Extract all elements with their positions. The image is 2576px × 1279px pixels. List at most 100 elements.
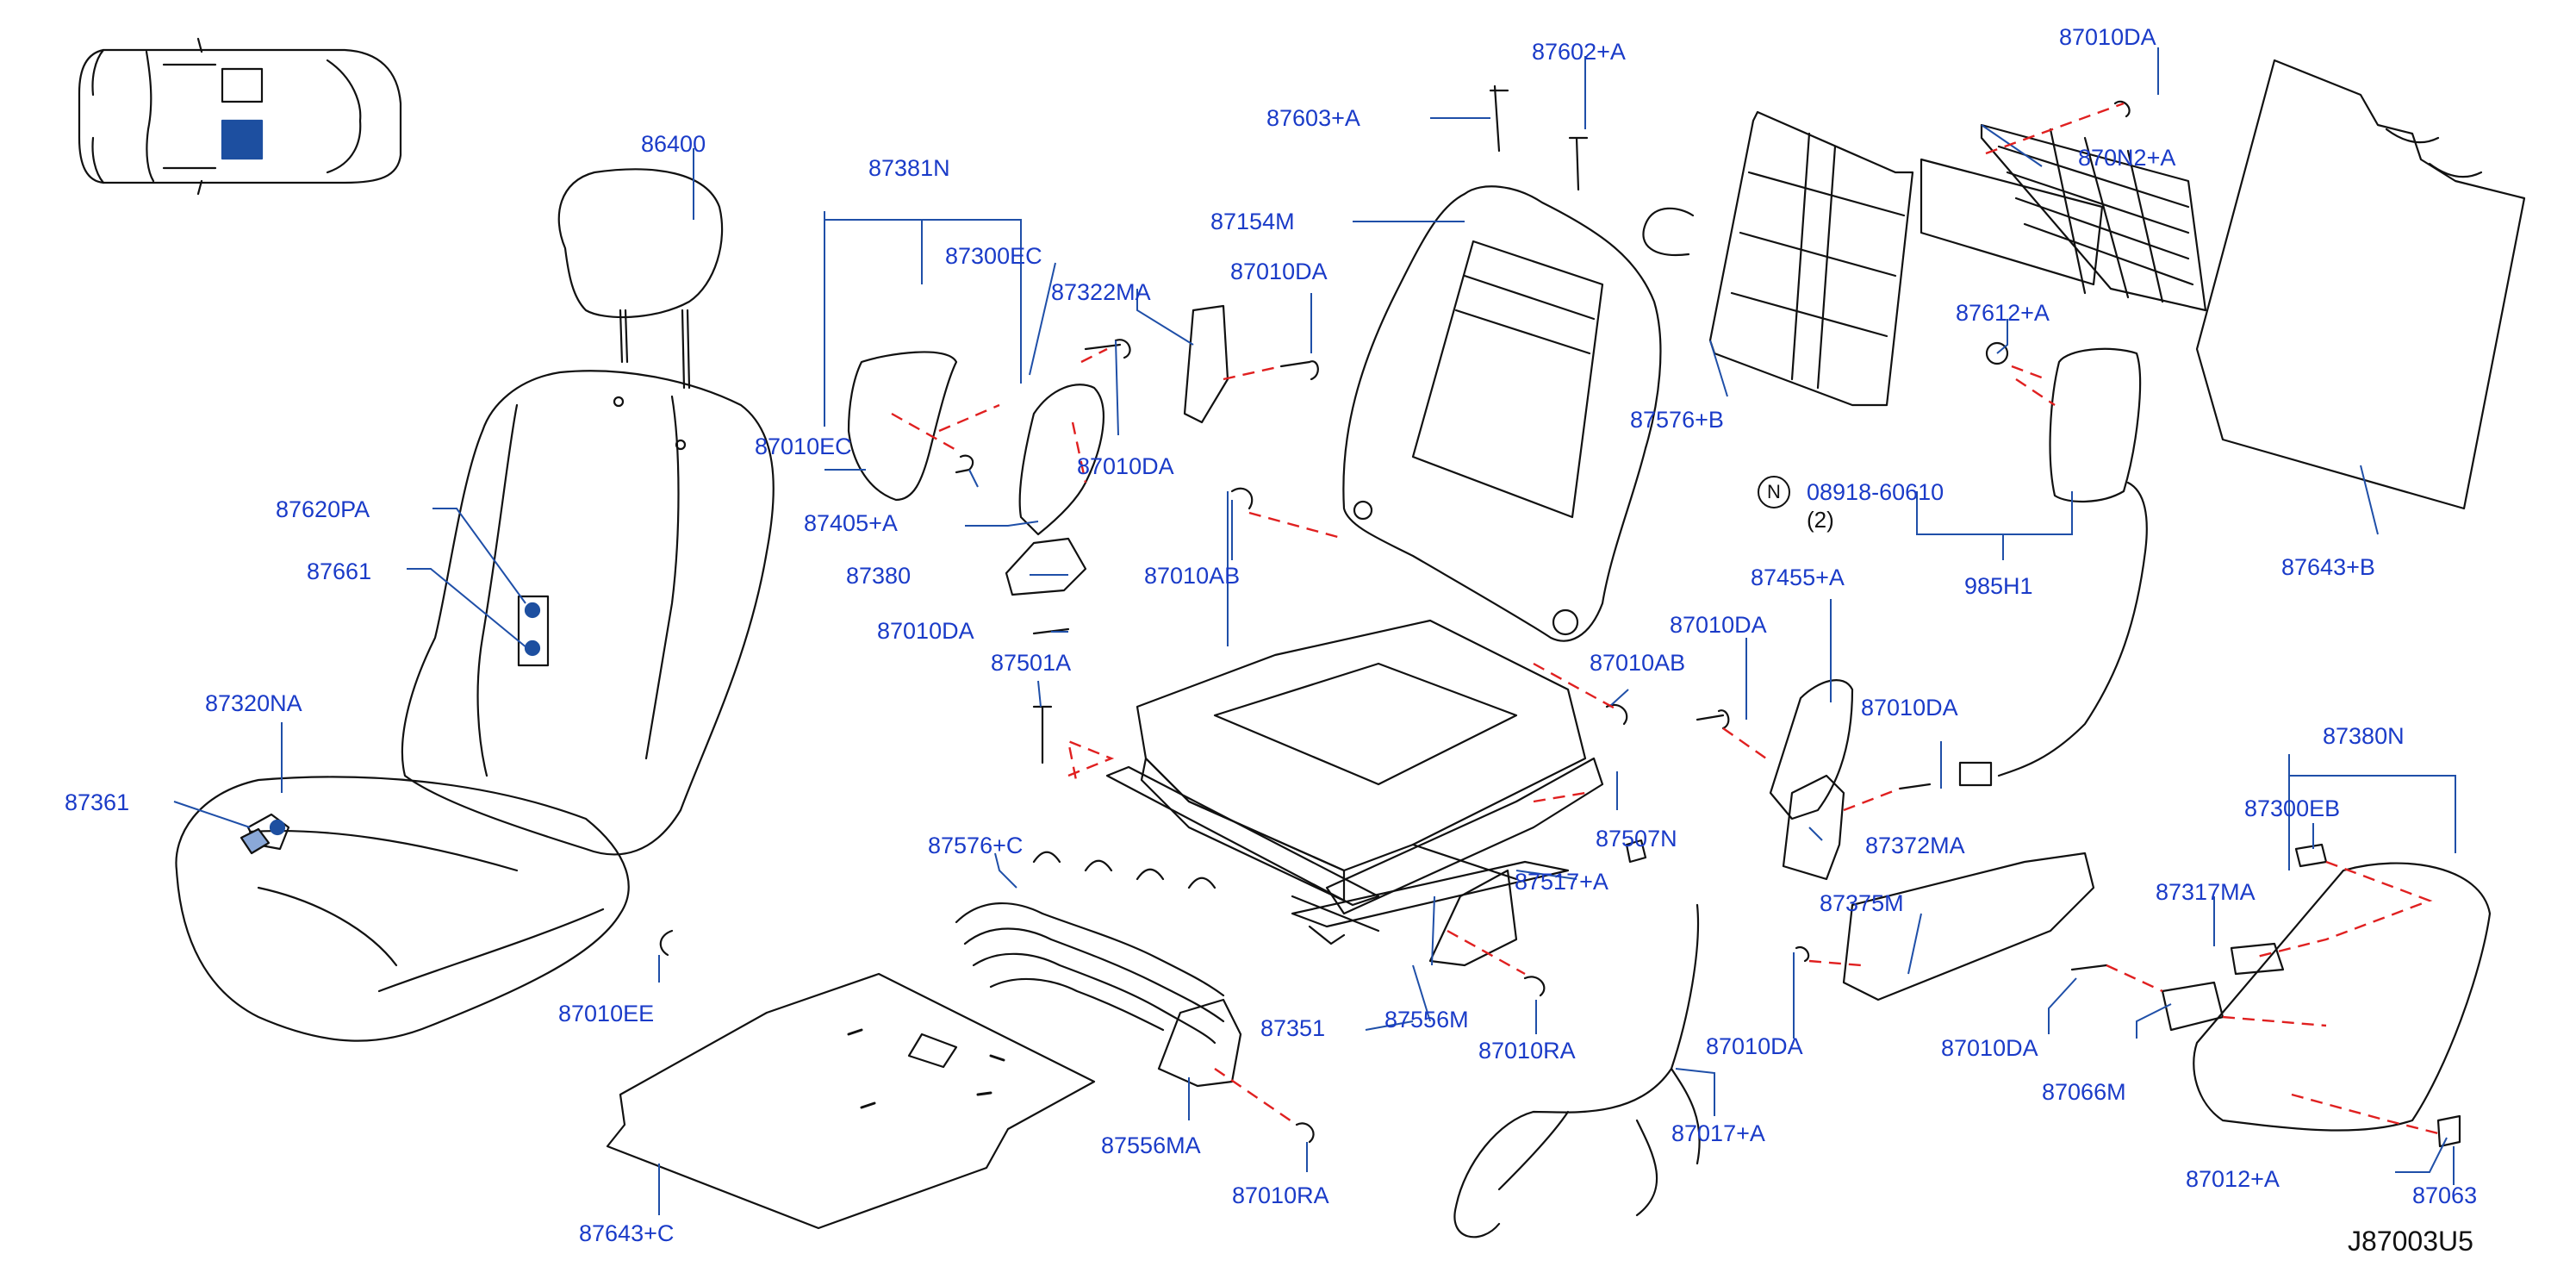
label-87643C[interactable]: 87643+C — [579, 1220, 675, 1246]
clip-87010RA-b — [1295, 1122, 1315, 1144]
label-87010AB-a[interactable]: 87010AB — [1144, 563, 1241, 589]
cover-87380N — [2193, 862, 2492, 1132]
bracket-87556MA — [1157, 998, 1242, 1088]
label-87010RA-b[interactable]: 87010RA — [1232, 1182, 1329, 1208]
label-87010EE[interactable]: 87010EE — [558, 1001, 655, 1026]
clip-87507N — [1625, 839, 1647, 864]
label-87372MA[interactable]: 87372MA — [1865, 833, 1965, 858]
label-87576B[interactable]: 87576+B — [1630, 407, 1724, 433]
label-87300EB[interactable]: 87300EB — [2244, 795, 2341, 821]
cover-87300EC — [847, 351, 958, 502]
headrest-icon — [557, 168, 724, 390]
label-87380N[interactable]: 87380N — [2323, 723, 2405, 749]
label-87320NA[interactable]: 87320NA — [205, 690, 302, 716]
label-87556M[interactable]: 87556M — [1384, 1007, 1469, 1033]
label-86400[interactable]: 86400 — [641, 131, 706, 157]
label-08918-60610[interactable]: 08918-60610 — [1807, 479, 1944, 505]
label-87455A[interactable]: 87455+A — [1751, 565, 1845, 590]
label-87317MA[interactable]: 87317MA — [2156, 879, 2256, 905]
label-87010AB-b[interactable]: 87010AB — [1590, 650, 1686, 676]
clip-87010AB-a — [1230, 487, 1254, 510]
label-87066M[interactable]: 87066M — [2042, 1079, 2126, 1105]
seat-cushion-cover-icon — [175, 776, 630, 1042]
bolt-87010DA-b — [1084, 339, 1131, 359]
cover-87405A — [1018, 384, 1104, 536]
label-87010EC[interactable]: 87010EC — [755, 434, 852, 459]
label-87661[interactable]: 87661 — [307, 558, 372, 584]
seat-back-frame-icon — [1342, 185, 1662, 642]
label-87322MA[interactable]: 87322MA — [1051, 279, 1151, 305]
bracket-87556M — [1428, 869, 1518, 967]
label-87010DA-d[interactable]: 87010DA — [1670, 612, 1767, 638]
label-87556MA[interactable]: 87556MA — [1101, 1132, 1201, 1158]
cushion-spring-icon — [955, 851, 1225, 1045]
label-985H1[interactable]: 985H1 — [1964, 573, 2033, 599]
note-n-symbol: N — [1758, 476, 1790, 508]
bolt-87010DA-g — [2070, 964, 2108, 971]
label-87381N[interactable]: 87381N — [868, 155, 950, 181]
label-87612A[interactable]: 87612+A — [1956, 300, 2050, 326]
back-pad-icon — [2195, 59, 2526, 510]
label-87154M[interactable]: 87154M — [1210, 209, 1295, 234]
clip-87010DA-f — [1795, 945, 1810, 963]
heater-panel-icon — [1920, 123, 2207, 312]
bolt-87010DA-d — [1696, 709, 1730, 730]
label-87351[interactable]: 87351 — [1260, 1015, 1326, 1041]
seat-slide-rails-icon — [1105, 765, 1570, 945]
seat-position-highlight — [221, 119, 264, 160]
vehicle-locator-icon — [78, 37, 402, 196]
clip-87010AB-b — [1605, 703, 1628, 726]
cushion-bracket — [240, 813, 290, 855]
label-87010DA-c[interactable]: 87010DA — [877, 618, 974, 644]
label-87375M[interactable]: 87375M — [1820, 890, 1904, 916]
seat-back-cover-icon — [401, 370, 775, 856]
label-87010DA-g[interactable]: 87010DA — [1941, 1035, 2038, 1061]
label-87361[interactable]: 87361 — [65, 789, 130, 815]
switch-87317MA — [2230, 942, 2285, 976]
label-87010DA-b[interactable]: 87010DA — [1077, 453, 1174, 479]
cushion-pad-icon — [606, 972, 1096, 1230]
label-87603A[interactable]: 87603+A — [1266, 105, 1360, 131]
label-87300EC[interactable]: 87300EC — [945, 243, 1042, 269]
clip-87010DA-top — [2113, 100, 2131, 118]
diagram-code: J87003U5 — [2348, 1226, 2473, 1257]
clip-87010RA-a — [1523, 976, 1546, 997]
label-87010RA-a[interactable]: 87010RA — [1478, 1038, 1576, 1064]
label-87010DA-a[interactable]: 87010DA — [1230, 259, 1328, 284]
seat-cushion-frame-icon — [1136, 619, 1604, 933]
label-87010DA-e[interactable]: 87010DA — [1861, 695, 1958, 721]
label-87380[interactable]: 87380 — [846, 563, 912, 589]
label-87010DA-top[interactable]: 87010DA — [2059, 24, 2156, 50]
back-spring-panel-icon — [1642, 110, 1914, 407]
bolt-87010DA-a — [1279, 360, 1319, 381]
clip-87010EC — [955, 454, 974, 474]
nut-87612A — [1985, 341, 2009, 365]
bracket-87455A — [1769, 679, 1854, 820]
label-87012A[interactable]: 87012+A — [2186, 1166, 2280, 1192]
label-87602A[interactable]: 87602+A — [1532, 39, 1626, 65]
label-870N2A[interactable]: 870N2+A — [2078, 145, 2176, 171]
clip-87010EE — [659, 929, 674, 957]
knob-87063 — [2436, 1114, 2461, 1148]
wire-harness-icon — [1453, 903, 1701, 1238]
label-87576C[interactable]: 87576+C — [928, 833, 1024, 858]
label-87501A[interactable]: 87501A — [991, 650, 1072, 676]
label-87620PA[interactable]: 87620PA — [276, 496, 370, 522]
label-87517A[interactable]: 87517+A — [1515, 869, 1608, 895]
clip-87300EB — [2294, 843, 2328, 868]
bolt-87501A — [1032, 705, 1053, 764]
label-87017A[interactable]: 87017+A — [1671, 1120, 1765, 1146]
label-87643B[interactable]: 87643+B — [2281, 554, 2375, 580]
label-87063[interactable]: 87063 — [2412, 1182, 2478, 1208]
seat-back-bracket — [517, 595, 550, 667]
finisher-87375M — [1842, 852, 2095, 1001]
bolt-87602A — [1489, 84, 1509, 153]
label-87507N[interactable]: 87507N — [1596, 826, 1677, 852]
bolt-87603A — [1568, 136, 1589, 191]
label-87010DA-f[interactable]: 87010DA — [1706, 1033, 1803, 1059]
trim-87380 — [1005, 537, 1087, 596]
note-quantity: (2) — [1807, 507, 1834, 533]
label-87405A[interactable]: 87405+A — [804, 510, 898, 536]
bolt-87010DA-e — [1898, 783, 1932, 790]
